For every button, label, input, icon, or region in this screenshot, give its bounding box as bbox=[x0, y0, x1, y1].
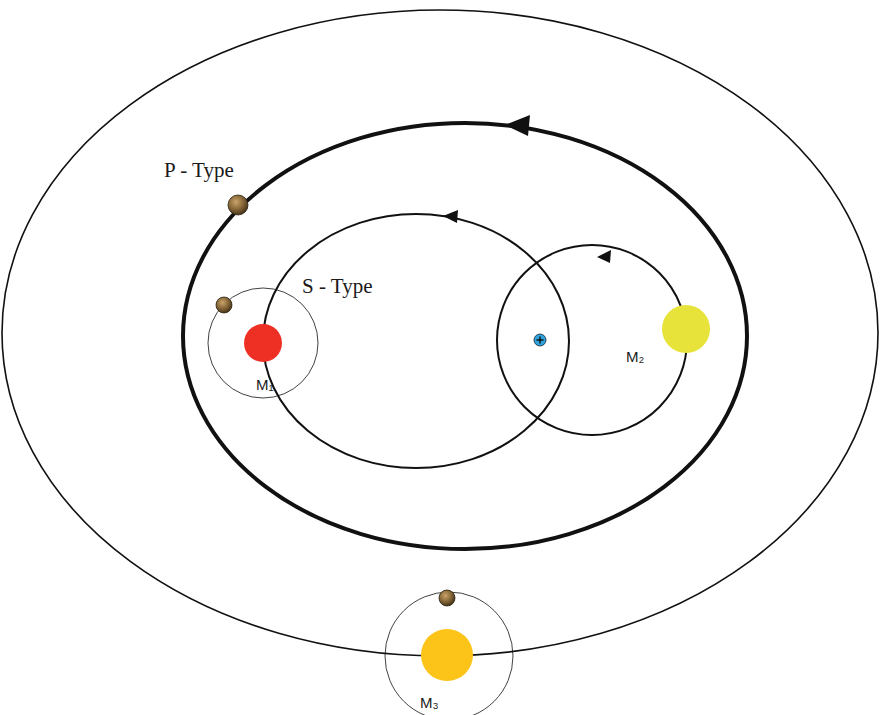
planet-orbit bbox=[208, 288, 318, 398]
s-type-orbit bbox=[263, 214, 569, 468]
star-label: M₁ bbox=[256, 377, 274, 392]
planet bbox=[439, 590, 455, 606]
star-m2 bbox=[662, 305, 710, 353]
orbit-label: S - Type bbox=[302, 276, 372, 297]
star-label: M₂ bbox=[626, 349, 644, 364]
orbit-arrow bbox=[505, 115, 530, 136]
star-m1 bbox=[244, 324, 282, 362]
outer-orbit bbox=[2, 10, 878, 656]
orbit-label: P - Type bbox=[164, 160, 234, 181]
orbit-arrow bbox=[597, 250, 611, 263]
star-label: M₃ bbox=[420, 695, 439, 710]
p-type-orbit bbox=[183, 123, 747, 549]
barycenter bbox=[534, 334, 546, 346]
orbit-arrow bbox=[443, 210, 458, 223]
planet bbox=[228, 195, 248, 215]
star-m3 bbox=[421, 629, 473, 681]
m2-orbit bbox=[497, 245, 687, 435]
planet-orbit bbox=[385, 592, 513, 715]
barycenter-mark bbox=[537, 337, 544, 344]
planet bbox=[216, 297, 232, 313]
